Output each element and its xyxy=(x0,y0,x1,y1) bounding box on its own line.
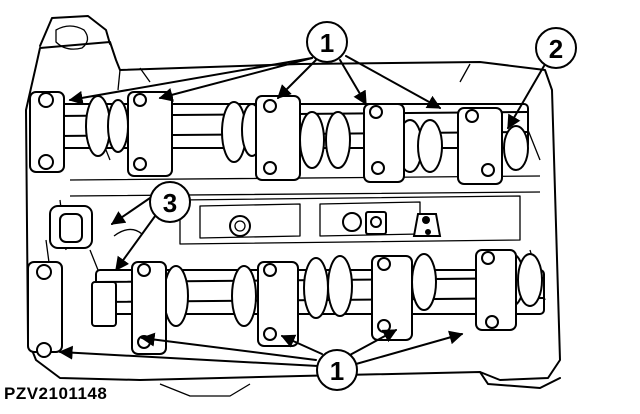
center-features xyxy=(49,205,442,249)
upper-camshaft xyxy=(29,91,529,185)
callout-2-label: 2 xyxy=(549,34,563,64)
callout-1-bottom-label: 1 xyxy=(330,356,344,386)
lower-cam-journal-end xyxy=(91,281,117,327)
callout-1-lower-leaders xyxy=(58,329,464,367)
callout-3: 3 xyxy=(149,181,191,223)
callout-2-leader xyxy=(507,65,545,130)
lower-bearing-caps xyxy=(27,249,517,358)
lower-cam-lobes xyxy=(163,253,543,327)
callout-1-upper-leaders xyxy=(68,55,442,109)
callout-1-bottom: 1 xyxy=(316,349,358,391)
callout-1-top: 1 xyxy=(306,21,348,63)
callout-1-top-label: 1 xyxy=(320,28,334,58)
callout-3-leaders xyxy=(110,197,159,272)
figure-id: PZV2101148 xyxy=(4,384,108,403)
callout-2: 2 xyxy=(535,27,577,69)
cylinder-head-outline xyxy=(25,15,561,397)
callout-3-label: 3 xyxy=(163,188,177,218)
lower-camshaft xyxy=(27,249,545,358)
upper-bearing-caps xyxy=(29,91,503,185)
